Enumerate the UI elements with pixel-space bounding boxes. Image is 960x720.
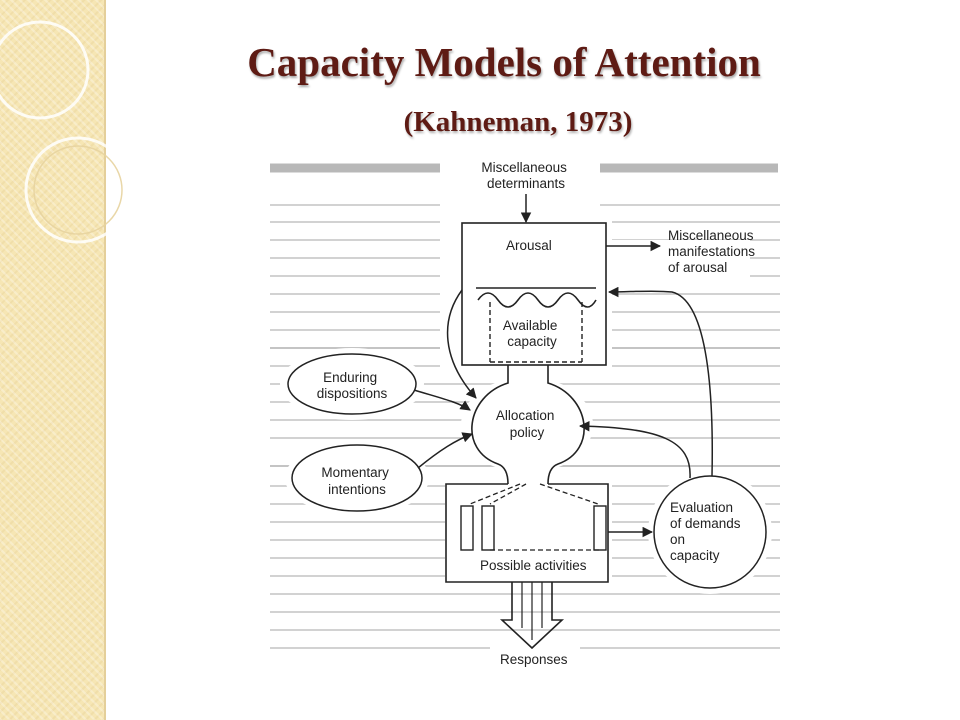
decorative-sidebar (0, 0, 106, 720)
intentions-to-policy-arrow (417, 432, 473, 469)
evaluation-node (653, 475, 767, 589)
momentary-intentions-node (291, 444, 423, 512)
misc-manifestations-label: Miscellaneous manifestations of arousal (668, 228, 759, 275)
allocation-policy-node (471, 365, 585, 485)
arousal-label: Arousal (506, 238, 552, 253)
evaluation-label: Evaluation of demands on capacity (670, 500, 744, 563)
enduring-dispositions-label: Enduring dispositions (317, 370, 388, 401)
responses-label: Responses (500, 652, 568, 667)
enduring-dispositions-node (287, 353, 417, 415)
possible-activities-box (445, 483, 609, 583)
slide-subtitle: (Kahneman, 1973) (403, 106, 633, 138)
evaluation-to-policy-arrow (578, 420, 691, 479)
evaluation-to-arousal-arrow (607, 286, 713, 477)
allocation-dashed-lines (469, 483, 600, 551)
momentary-intentions-label: Momentary intentions (321, 465, 392, 497)
arousal-to-policy-arrow (446, 289, 477, 399)
allocation-policy-label: Allocation policy (496, 408, 558, 440)
dispositions-to-policy-arrow (413, 389, 471, 411)
misc-determinants-label: Miscellaneous determinants (481, 160, 570, 191)
capacity-wave (477, 292, 597, 308)
activity-slot-3 (593, 505, 607, 551)
slide-title: Capacity Models of Attention (247, 39, 761, 85)
available-capacity-label: Available capacity (503, 318, 561, 349)
available-capacity-dashed (489, 302, 583, 363)
activity-slot-2 (481, 505, 495, 551)
activity-slot-1 (460, 505, 474, 551)
possible-activities-label: Possible activities (480, 558, 587, 573)
arousal-box (461, 222, 607, 366)
responses-arrow (499, 582, 565, 650)
sidebar-circle-ornament (0, 20, 132, 244)
diagram-backing (280, 150, 772, 670)
